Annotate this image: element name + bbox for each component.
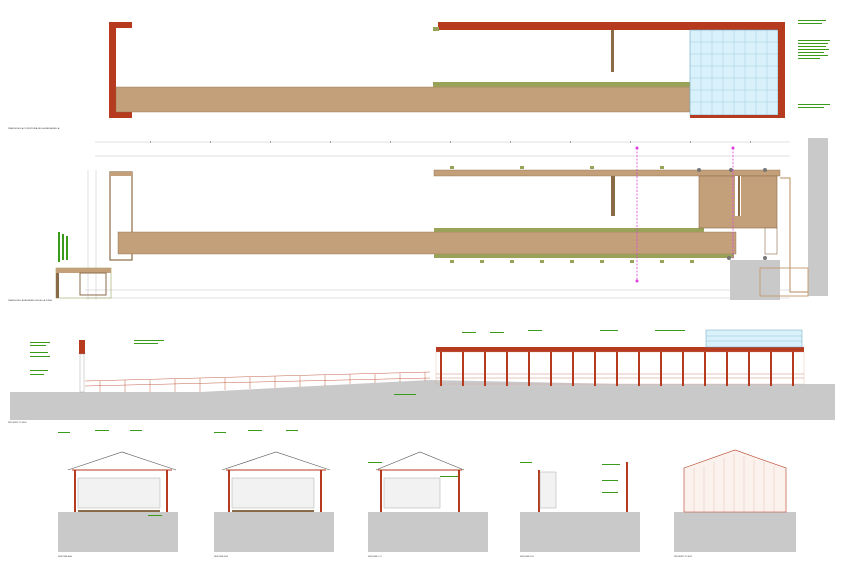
- roof-walkway: [115, 86, 697, 113]
- sections-row: SEZIONE A-A SEZIONE B-B SEZIONE C-C: [58, 430, 796, 558]
- ground-terrain: [10, 380, 835, 420]
- column-icon: [697, 168, 767, 260]
- dimension-lines: [85, 141, 790, 300]
- section-5: PROSPETTO EST: [674, 449, 796, 558]
- section-2: SEZIONE B-B: [214, 430, 334, 558]
- section-1-caption: SEZIONE A-A: [58, 555, 72, 558]
- left-room: [109, 171, 133, 261]
- roof-right-wall: [778, 22, 785, 118]
- access-ramp: [730, 138, 828, 300]
- section-4-caption: SEZIONE D-D: [520, 556, 535, 558]
- dimension-ticks: [150, 141, 751, 143]
- elevation-railing: [84, 371, 431, 392]
- floor-plan: PIANTA DELLA PASSERELLA DELLA ZONA: [8, 138, 828, 302]
- elevation-annotations: [30, 330, 685, 395]
- glass-roof-panel: [689, 29, 779, 116]
- floor-walkway: [117, 231, 737, 255]
- roof-annotations: [798, 20, 830, 108]
- elevation-caption: PROSPETTO SUD: [8, 422, 27, 424]
- roof-plan-caption: PIANTA DELLA COPERTURA DELLA PASSERELLA: [8, 127, 60, 130]
- roof-top-beam: [438, 22, 780, 30]
- section-marker-icon: [636, 148, 734, 280]
- section-5-caption: PROSPETTO EST: [674, 556, 693, 558]
- floor-top-beam: [433, 169, 781, 177]
- right-room: [698, 175, 778, 255]
- left-red-wall: [109, 22, 132, 118]
- elevation-left-tower: [79, 340, 85, 354]
- section-2-caption: SEZIONE B-B: [214, 556, 228, 558]
- roof-plan: PIANTA DELLA COPERTURA DELLA PASSERELLA: [8, 20, 830, 130]
- elevation-glass-roof: [705, 329, 803, 348]
- section-1: SEZIONE A-A: [58, 430, 178, 558]
- section-3: SEZIONE C-C: [368, 451, 488, 558]
- roof-partition: [611, 30, 614, 72]
- section-3-caption: SEZIONE C-C: [368, 556, 383, 558]
- floor-plan-caption: PIANTA DELLA PASSERELLA DELLA ZONA: [8, 299, 52, 302]
- floor-annotations: [58, 232, 68, 262]
- small-pavilion: [55, 267, 112, 299]
- anchor-row: [450, 166, 694, 263]
- section-4: SEZIONE D-D: [520, 462, 640, 558]
- elevation: PROSPETTO SUD: [8, 329, 835, 424]
- roof-olive-strip: [433, 82, 695, 87]
- elevation-shed: [435, 329, 805, 386]
